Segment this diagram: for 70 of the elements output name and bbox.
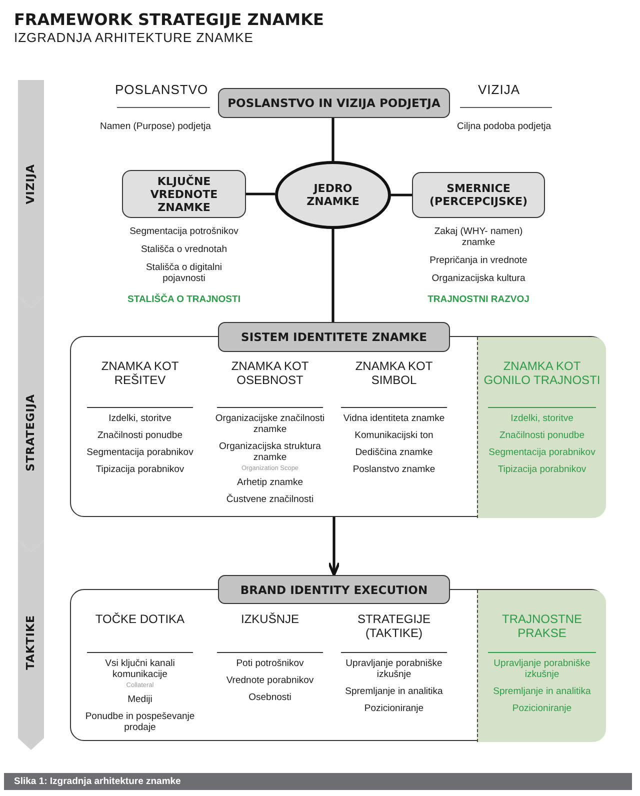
column-heading: STRATEGIJE (TAKTIKE): [356, 612, 432, 641]
column-heading: TOČKE DOTIKA: [95, 612, 185, 626]
column-heading: IZKUŠNJE: [240, 612, 299, 626]
band-label: TAKTIKE: [24, 615, 38, 670]
highlight-column: [477, 337, 606, 518]
note-text: Stališča o vrednotah: [140, 244, 228, 255]
highlight-text: STALIŠČA O TRAJNOSTI: [128, 294, 240, 305]
list-item: Pozicioniranje: [512, 704, 572, 715]
highlight-column: [477, 590, 606, 742]
list-item: Tipizacija porabnikov: [498, 464, 586, 476]
note-text: Prepričanja in vrednote: [430, 255, 528, 266]
list-item: Značilnosti ponudbe: [499, 430, 585, 442]
list-item: Segmentacija porabnikov: [488, 448, 596, 459]
list-item: Organizacijske značilnosti znamke: [214, 414, 326, 436]
section-band: [18, 296, 44, 552]
section-heading: VIZIJA: [478, 82, 520, 97]
list-item: Segmentacija porabnikov: [86, 448, 194, 459]
note-text: Segmentacija potrošnikov: [130, 226, 238, 237]
list-item: Tipizacija porabnikov: [96, 464, 184, 476]
list-item: Izdelki, storitve: [108, 414, 172, 425]
list-item: Značilnosti ponudbe: [97, 430, 183, 442]
list-item: Poti potrošnikov: [236, 659, 304, 670]
note-text: Ciljna podoba podjetja: [457, 121, 552, 132]
column-heading: ZNAMKA KOT GONILO TRAJNOSTI: [482, 359, 602, 388]
band-label: STRATEGIJA: [24, 394, 38, 472]
connector-line: [332, 229, 334, 322]
list-item: Vsi ključni kanali komunikacije: [104, 659, 176, 681]
list-item: Ponudbe in pospeševanje prodaje: [84, 712, 196, 734]
list-item: Vidna identiteta znamke: [343, 414, 445, 425]
note-text: Zakaj (WHY- namen) znamke: [433, 226, 524, 248]
list-item: Komunikacijski ton: [354, 430, 434, 442]
connector-line: [332, 118, 334, 161]
list-item: Upravljanje porabniške izkušnje: [492, 659, 592, 681]
subtitle: IZGRADNJA ARHITEKTURE ZNAMKE: [14, 30, 254, 45]
section-heading: POSLANSTVO: [115, 82, 208, 97]
list-item: Osebnosti: [248, 692, 292, 704]
arrow: [328, 517, 340, 576]
list-item: Pozicioniranje: [364, 704, 424, 715]
rounded-box: KLJUČNE VREDNOTE ZNAMKE: [122, 170, 246, 218]
list-item: Vrednote porabnikov: [226, 676, 314, 687]
column-heading: ZNAMKA KOT REŠITEV: [100, 359, 180, 388]
core-ellipse: JEDRO ZNAMKE: [275, 161, 391, 229]
title: FRAMEWORK STRATEGIJE ZNAMKE: [14, 10, 324, 29]
highlight-text: TRAJNOSTNI RAZVOJ: [428, 294, 530, 305]
list-item: Poslanstvo znamke: [352, 464, 436, 476]
note-text: Organizacijska kultura: [432, 273, 526, 284]
section-band: [18, 80, 44, 308]
heading-tab: SISTEM IDENTITETE ZNAMKE: [218, 322, 450, 352]
list-item: Spremljanje in analitika: [493, 686, 591, 698]
note-text: Namen (Purpose) podjetja: [100, 121, 211, 132]
caption-bar: Slika 1: Izgradnja arhitekture znamke: [4, 773, 632, 790]
list-item: Čustvene značilnosti: [226, 495, 314, 506]
note-text: Stališča o digitalni pojavnosti: [144, 262, 224, 284]
list-item: Arhetip znamke: [236, 478, 303, 490]
list-item: Spremljanje in analitika: [345, 686, 443, 698]
band-label: VIZIJA: [24, 164, 38, 204]
connector-line: [391, 194, 412, 196]
rounded-box: SMERNICE (PERCEPCIJSKE): [412, 172, 545, 218]
heading-tab: POSLANSTVO IN VIZIJA PODJETJA: [218, 88, 450, 118]
list-item: Dediščina znamke: [355, 448, 433, 459]
section-band: [18, 540, 44, 750]
list-item: Izdelki, storitve: [510, 414, 574, 425]
list-item: Upravljanje porabniške izkušnje: [344, 659, 444, 681]
column-heading: ZNAMKA KOT SIMBOL: [354, 359, 434, 388]
column-heading: ZNAMKA KOT OSEBNOST: [230, 359, 310, 388]
list-item: Mediji: [128, 695, 152, 706]
connector-line: [246, 192, 275, 196]
heading-tab: BRAND IDENTITY EXECUTION: [218, 575, 450, 604]
list-item: Organizacijska struktura znamke: [218, 442, 322, 464]
column-heading: TRAJNOSTNE PRAKSE: [500, 612, 583, 641]
